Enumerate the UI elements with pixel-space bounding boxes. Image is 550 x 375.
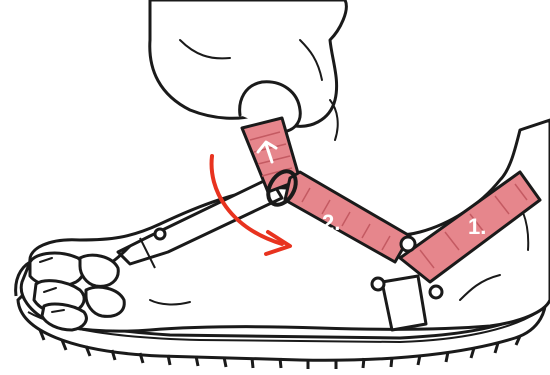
buckle-ring: [266, 169, 298, 207]
step-label-2: 2.: [322, 210, 340, 235]
sandal-sole: [14, 260, 548, 369]
heel-connector: [370, 235, 444, 332]
strap-1: [398, 170, 542, 284]
toe-post-strap: [111, 176, 284, 269]
up-arrow-icon: [256, 140, 278, 164]
hand: [148, 0, 348, 141]
curved-arrow-icon: [209, 154, 292, 256]
step-label-1: 1.: [468, 214, 486, 239]
